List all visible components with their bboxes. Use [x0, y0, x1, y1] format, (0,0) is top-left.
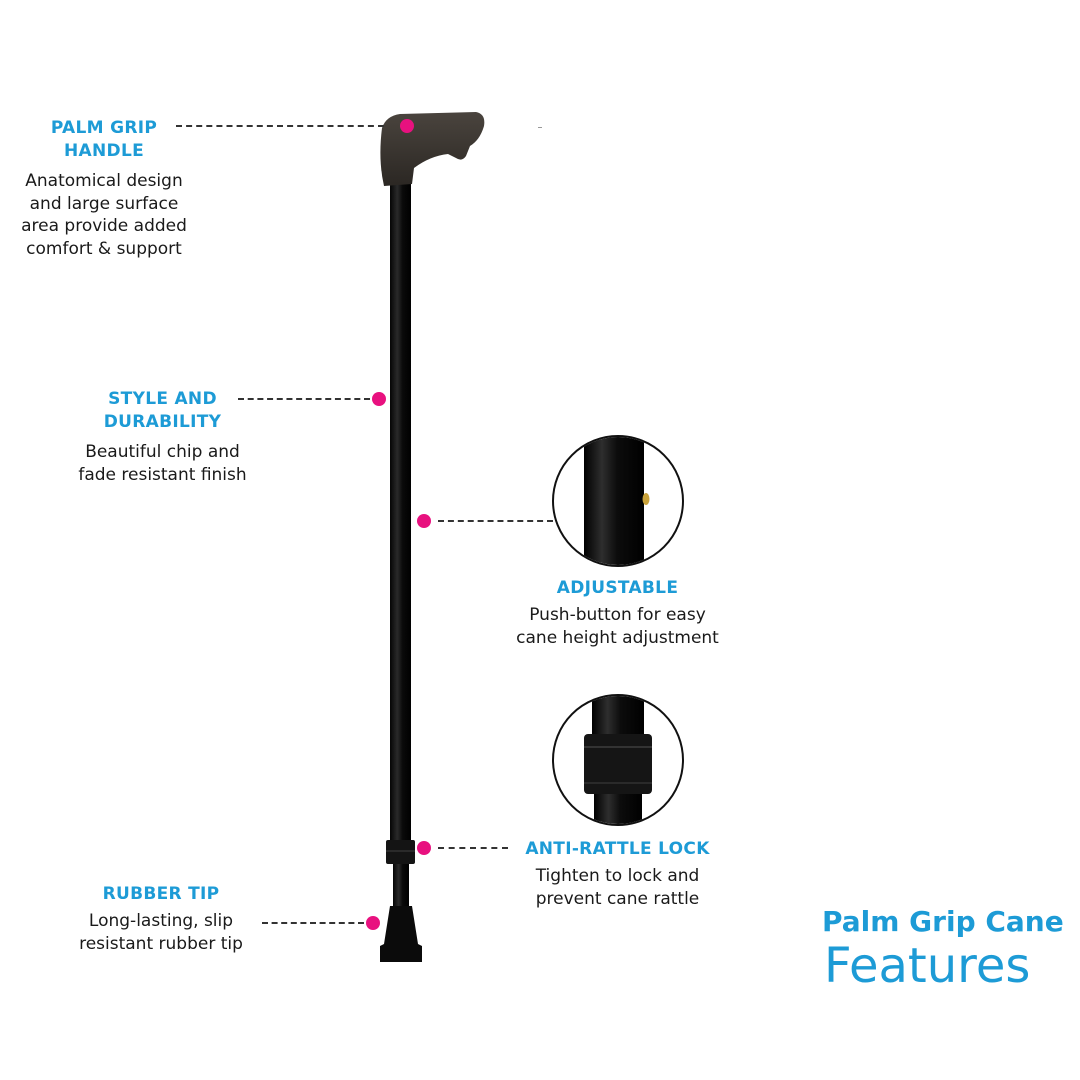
desc-line: Tighten to lock and [535, 866, 700, 886]
leader-line [238, 398, 370, 400]
marker-dot [417, 514, 431, 528]
adjustable-detail-image [552, 435, 684, 567]
feature-title: PALM GRIP HANDLE [0, 117, 208, 163]
desc-line: area provide added [21, 216, 187, 236]
feature-description: Beautiful chip and fade resistant finish [60, 441, 265, 486]
desc-line: and large surface [29, 193, 179, 214]
desc-line: cane height adjustment [516, 627, 719, 648]
desc-line: comfort & support [26, 238, 182, 259]
feature-style-durability: STYLE AND DURABILITY Beautiful chip and … [60, 388, 265, 486]
heading-line-1: Palm Grip Cane [822, 905, 1064, 938]
marker-dot [400, 119, 414, 133]
feature-title: RUBBER TIP [102, 884, 220, 904]
desc-line: Anatomical design [25, 171, 183, 191]
push-button-closeup [584, 437, 650, 565]
title-line: STYLE AND [108, 389, 217, 409]
feature-description: Tighten to lock and prevent cane rattle [505, 865, 730, 910]
title-line: DURABILITY [103, 412, 222, 432]
page-heading: Palm Grip Cane Features [822, 905, 1072, 993]
desc-line: prevent cane rattle [535, 888, 700, 909]
desc-line: resistant rubber tip [79, 933, 243, 954]
feature-rubber-tip: RUBBER TIP Long-lasting, slip resistant … [50, 883, 272, 955]
title-line: HANDLE [64, 141, 144, 161]
feature-description: Long-lasting, slip resistant rubber tip [50, 910, 272, 955]
feature-title: ANTI-RATTLE LOCK [525, 839, 710, 859]
feature-title: ADJUSTABLE [556, 578, 679, 598]
desc-line: Beautiful chip and [85, 442, 240, 462]
feature-description: Push-button for easy cane height adjustm… [490, 604, 745, 649]
feature-palm-grip-handle: PALM GRIP HANDLE Anatomical design and l… [0, 117, 208, 260]
desc-line: Long-lasting, slip [88, 911, 234, 931]
feature-title: STYLE AND DURABILITY [60, 388, 265, 434]
feature-description: Anatomical design and large surface area… [0, 170, 208, 260]
stray-mark [538, 127, 542, 128]
desc-line: fade resistant finish [78, 464, 247, 485]
leader-line [262, 922, 364, 924]
marker-dot [417, 841, 431, 855]
title-line: PALM GRIP [50, 118, 158, 138]
feature-anti-rattle-lock: ANTI-RATTLE LOCK Tighten to lock and pre… [505, 838, 730, 910]
desc-line: Push-button for easy [529, 605, 706, 625]
leader-line [438, 520, 553, 522]
marker-dot [372, 392, 386, 406]
heading-line-2: Features [824, 938, 1031, 994]
leader-line [176, 125, 384, 127]
marker-dot [366, 916, 380, 930]
lock-collar-closeup [584, 696, 652, 824]
leader-line [438, 847, 508, 849]
feature-adjustable: ADJUSTABLE Push-button for easy cane hei… [490, 577, 745, 649]
anti-rattle-detail-image [552, 694, 684, 826]
